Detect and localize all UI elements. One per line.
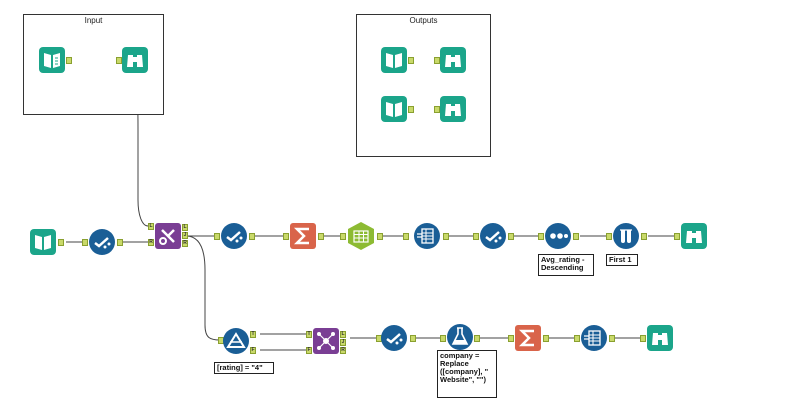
browse-tool[interactable] (440, 47, 466, 73)
filter-icon (223, 328, 249, 354)
join-tool[interactable] (155, 223, 181, 249)
input-data-icon (39, 47, 65, 73)
cross-tab-icon (348, 222, 374, 250)
input-anchor[interactable] (640, 335, 646, 342)
input-anchor[interactable] (82, 239, 88, 246)
container-title: Input (84, 16, 103, 25)
output-anchor[interactable] (408, 106, 414, 113)
input-anchor[interactable] (214, 233, 220, 240)
input-data-icon (381, 47, 407, 73)
output-anchor[interactable] (474, 335, 480, 342)
input-anchor[interactable] (473, 233, 479, 240)
record-id-icon (581, 325, 607, 351)
output-anchor[interactable] (66, 57, 72, 64)
union-f-anchor[interactable]: F (306, 347, 312, 354)
join-out-l-anchor[interactable]: L (182, 224, 188, 231)
summarize-tool[interactable] (515, 325, 541, 351)
output-anchor[interactable] (543, 335, 549, 342)
input-anchor[interactable] (434, 57, 440, 64)
formula-icon (447, 324, 473, 350)
input-anchor[interactable] (606, 233, 612, 240)
input-anchor[interactable] (440, 335, 446, 342)
summarize-icon (515, 325, 541, 351)
select-tool[interactable] (221, 223, 247, 249)
output-anchor[interactable] (609, 335, 615, 342)
input-anchor[interactable] (283, 233, 289, 240)
record-id-tool[interactable] (414, 223, 440, 249)
input-anchor[interactable] (674, 233, 680, 240)
container-title: Outputs (409, 16, 438, 25)
sample-annotation: First 1 (606, 254, 638, 266)
union-tool[interactable] (313, 328, 339, 354)
input-anchor[interactable] (340, 233, 346, 240)
select-tool[interactable] (89, 229, 115, 255)
select-icon (480, 223, 506, 249)
join-out-j-anchor[interactable]: J (182, 232, 188, 239)
output-anchor[interactable] (117, 239, 123, 246)
sort-annotation: Avg_rating - Descending (538, 254, 594, 276)
input-data-icon (30, 229, 56, 255)
join-out-r-anchor[interactable]: R (340, 347, 346, 354)
select-tool[interactable] (480, 223, 506, 249)
join-icon (155, 223, 181, 249)
formula-annotation: company = Replace ([company], " Website"… (437, 350, 497, 398)
sample-icon (613, 223, 639, 249)
browse-icon (122, 47, 148, 73)
output-anchor[interactable] (410, 335, 416, 342)
output-anchor[interactable] (641, 233, 647, 240)
browse-icon (440, 96, 466, 122)
browse-icon (440, 47, 466, 73)
filter-tool[interactable] (223, 328, 249, 354)
summarize-tool[interactable] (290, 223, 316, 249)
browse-tool[interactable] (122, 47, 148, 73)
select-icon (89, 229, 115, 255)
filter-true-anchor[interactable]: T (250, 331, 256, 338)
input-data-tool[interactable] (30, 229, 56, 255)
output-anchor[interactable] (58, 239, 64, 246)
join-out-l-anchor[interactable]: L (340, 331, 346, 338)
join-right-anchor[interactable]: R (148, 239, 154, 246)
browse-tool[interactable] (681, 223, 707, 249)
input-anchor[interactable] (574, 335, 580, 342)
join-out-r-anchor[interactable]: R (182, 240, 188, 247)
sample-tool[interactable] (613, 223, 639, 249)
browse-icon (647, 325, 673, 351)
union-t-anchor[interactable]: T (306, 331, 312, 338)
input-data-tool[interactable] (381, 47, 407, 73)
output-anchor[interactable] (318, 233, 324, 240)
sort-tool[interactable] (545, 223, 571, 249)
output-anchor[interactable] (408, 57, 414, 64)
input-data-tool[interactable] (39, 47, 65, 73)
output-anchor[interactable] (573, 233, 579, 240)
input-anchor[interactable] (403, 233, 409, 240)
browse-tool[interactable] (647, 325, 673, 351)
union-icon (313, 328, 339, 354)
input-data-icon (381, 96, 407, 122)
cross-tab-tool[interactable] (347, 222, 374, 250)
output-anchor[interactable] (377, 233, 383, 240)
input-anchor[interactable] (434, 106, 440, 113)
input-anchor[interactable] (508, 335, 514, 342)
output-anchor[interactable] (508, 233, 514, 240)
input-anchor[interactable] (538, 233, 544, 240)
output-anchor[interactable] (443, 233, 449, 240)
outputs-container[interactable]: Outputs (356, 14, 491, 157)
output-anchor[interactable] (249, 233, 255, 240)
input-anchor[interactable] (116, 57, 122, 64)
filter-false-anchor[interactable]: F (250, 347, 256, 354)
filter-annotation: [rating] = "4" (214, 362, 274, 374)
browse-icon (681, 223, 707, 249)
join-left-anchor[interactable]: L (148, 223, 154, 230)
select-icon (221, 223, 247, 249)
sort-icon (545, 223, 571, 249)
select-tool[interactable] (381, 325, 407, 351)
summarize-icon (290, 223, 316, 249)
record-id-icon (414, 223, 440, 249)
record-id-tool[interactable] (581, 325, 607, 351)
join-out-j-anchor[interactable]: J (340, 339, 346, 346)
select-icon (381, 325, 407, 351)
input-data-tool[interactable] (381, 96, 407, 122)
browse-tool[interactable] (440, 96, 466, 122)
formula-tool[interactable] (447, 322, 473, 350)
